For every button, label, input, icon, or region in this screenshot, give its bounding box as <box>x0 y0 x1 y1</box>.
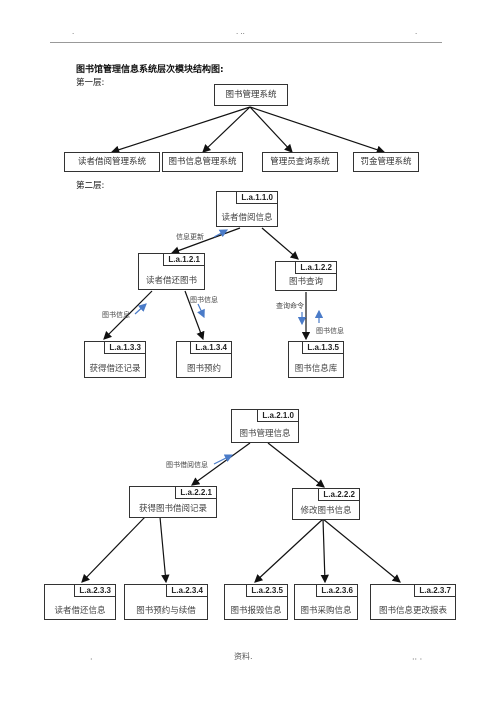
footer-center: 资料. <box>234 652 253 661</box>
module-code: L.a.2.1.0 <box>257 409 299 422</box>
module-code: L.a.1.1.0 <box>236 191 278 204</box>
module-code: L.a.1.2.1 <box>163 253 205 266</box>
module-label: 图书管理信息 <box>239 429 291 439</box>
module-label: 图书信息库 <box>294 364 338 374</box>
reader-borrow-system-box: 读者借阅管理系统 <box>64 152 160 172</box>
header-dot-left: · <box>72 30 75 38</box>
module-book-info-change-report: L.a.2.3.7 图书信息更改报表 <box>370 584 456 620</box>
module-label: 图书预约 <box>186 364 221 374</box>
layer2-label: 第二层: <box>76 181 105 191</box>
module-label: 获得借还记录 <box>89 364 141 374</box>
module-reserve-renew: L.a.2.3.4 图书预约与续借 <box>124 584 208 620</box>
module-book-reservation: L.a.1.3.4 图书预约 <box>176 341 232 378</box>
footer-right: ·· · <box>412 655 423 664</box>
footer-left: · <box>90 655 93 664</box>
layer1-label: 第一层: <box>76 78 105 88</box>
module-reader-borrow-info: L.a.1.1.0 读者借阅信息 <box>216 191 278 227</box>
module-label: 修改图书信息 <box>300 506 352 516</box>
flow-label-book-info: 图书信息 <box>316 327 344 335</box>
module-book-database: L.a.1.3.5 图书信息库 <box>288 341 344 378</box>
flow-label-query-command: 查询命令 <box>276 302 304 310</box>
module-code: L.a.1.2.2 <box>295 261 337 274</box>
module-label: 读者借还图书 <box>145 276 197 286</box>
module-book-purchase-info: L.a.2.3.6 图书采购信息 <box>294 584 358 620</box>
module-get-book-borrow-record: L.a.2.2.1 获得图书借阅记录 <box>129 486 217 518</box>
module-code: L.a.2.2.1 <box>175 486 217 499</box>
header-dot-right: · <box>415 30 418 38</box>
root-system-box: 图书管理系统 <box>214 84 288 106</box>
module-reader-borrow-return: L.a.1.2.1 读者借还图书 <box>138 253 205 290</box>
admin-query-system-box: 管理员查询系统 <box>262 152 338 172</box>
module-code: L.a.2.3.7 <box>414 584 456 597</box>
module-reader-return-info: L.a.2.3.3 读者借还信息 <box>44 584 116 620</box>
module-code: L.a.2.3.5 <box>246 584 288 597</box>
header-rule <box>50 42 442 43</box>
module-label: 读者借还信息 <box>54 606 106 616</box>
module-code: L.a.1.3.3 <box>104 341 146 354</box>
fine-system-box: 罚金管理系统 <box>353 152 419 172</box>
module-label: 图书信息更改报表 <box>378 606 447 616</box>
flow-label-book-info: 图书信息 <box>190 296 218 304</box>
module-book-query: L.a.1.2.2 图书查询 <box>275 261 337 291</box>
module-label: 获得图书借阅记录 <box>138 504 207 514</box>
module-book-management-info: L.a.2.1.0 图书管理信息 <box>231 409 299 443</box>
module-code: L.a.2.3.4 <box>166 584 208 597</box>
module-book-damage-info: L.a.2.3.5 图书报毁信息 <box>224 584 288 620</box>
module-label: 图书查询 <box>288 277 323 287</box>
module-code: L.a.2.3.6 <box>316 584 358 597</box>
flow-label-book-info: 图书信息 <box>102 311 130 319</box>
module-code: L.a.1.3.5 <box>302 341 344 354</box>
flow-label-book-borrow-info: 图书借阅信息 <box>166 461 208 469</box>
module-code: L.a.2.3.3 <box>74 584 116 597</box>
module-code: L.a.2.2.2 <box>318 488 360 501</box>
module-code: L.a.1.3.4 <box>190 341 232 354</box>
flow-label-info-update: 信息更新 <box>176 233 204 241</box>
module-modify-book-info: L.a.2.2.2 修改图书信息 <box>292 488 360 520</box>
module-get-borrow-record: L.a.1.3.3 获得借还记录 <box>84 341 146 378</box>
module-label: 图书预约与续借 <box>136 606 196 616</box>
page-title: 图书馆管理信息系统层次模块结构图: <box>76 65 224 75</box>
module-label: 图书采购信息 <box>300 606 352 616</box>
module-label: 图书报毁信息 <box>230 606 282 616</box>
book-info-system-box: 图书信息管理系统 <box>162 152 243 172</box>
module-label: 读者借阅信息 <box>221 213 273 223</box>
header-dot-center: · ·· <box>236 30 245 38</box>
